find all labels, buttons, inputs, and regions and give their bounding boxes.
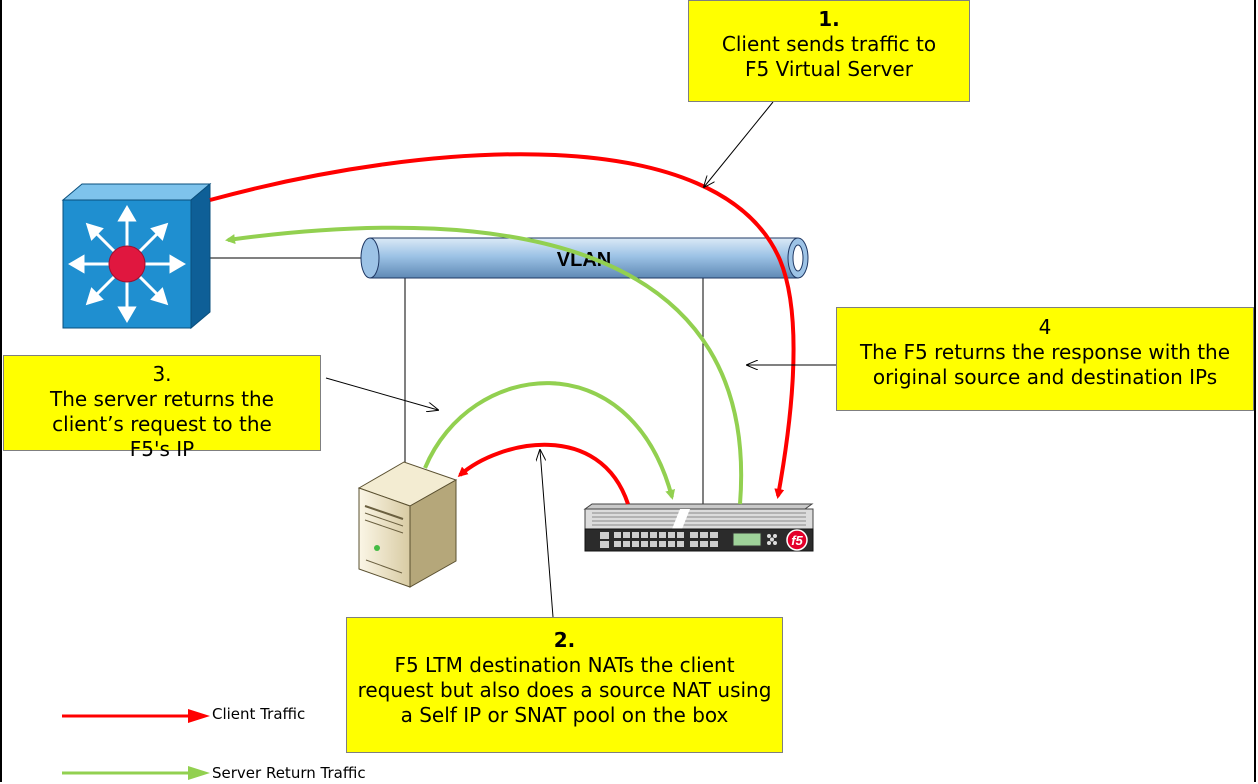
- step1-note: 1. Client sends traffic to F5 Virtual Se…: [688, 0, 970, 102]
- step3-note: 3. The server returns the client’s reque…: [3, 355, 321, 461]
- server-return-flow-to-f5: [423, 381, 676, 500]
- vlan-pipe: VLAN: [360, 237, 809, 279]
- step2-pointer: [540, 450, 554, 618]
- layer3-switch-icon: [61, 182, 212, 330]
- step4-note: 4 The F5 returns the response with the o…: [836, 307, 1254, 411]
- step4-number: 4: [1038, 315, 1052, 339]
- step2-number: 2.: [553, 628, 576, 652]
- step1-number: 1.: [818, 7, 840, 31]
- step3-text: The server returns the client’s request …: [50, 387, 274, 461]
- server-tower-icon: [357, 461, 458, 588]
- legend-server-arrow: [62, 766, 210, 780]
- legend-server-label: Server Return Traffic: [212, 764, 366, 782]
- step2-note: 2. F5 LTM destination NATs the client re…: [346, 617, 783, 753]
- step3-number: 3.: [152, 362, 172, 386]
- legend-client-arrow: [62, 709, 210, 723]
- server-return-flow-to-switch: [225, 225, 744, 505]
- f5-badge: f5: [791, 533, 803, 548]
- f5-appliance-icon: f5: [583, 503, 814, 552]
- step3-pointer: [325, 377, 438, 410]
- step1-text: Client sends traffic to F5 Virtual Serve…: [721, 32, 937, 81]
- client-traffic-flow-in: [209, 152, 796, 499]
- vlan-label: VLAN: [557, 249, 611, 271]
- step2-text: F5 LTM destination NATs the client reque…: [357, 653, 772, 727]
- step4-text: The F5 returns the response with the ori…: [859, 340, 1231, 389]
- step1-pointer: [704, 101, 774, 187]
- legend-client-label: Client Traffic: [212, 705, 306, 723]
- client-traffic-flow-to-server: [457, 442, 630, 505]
